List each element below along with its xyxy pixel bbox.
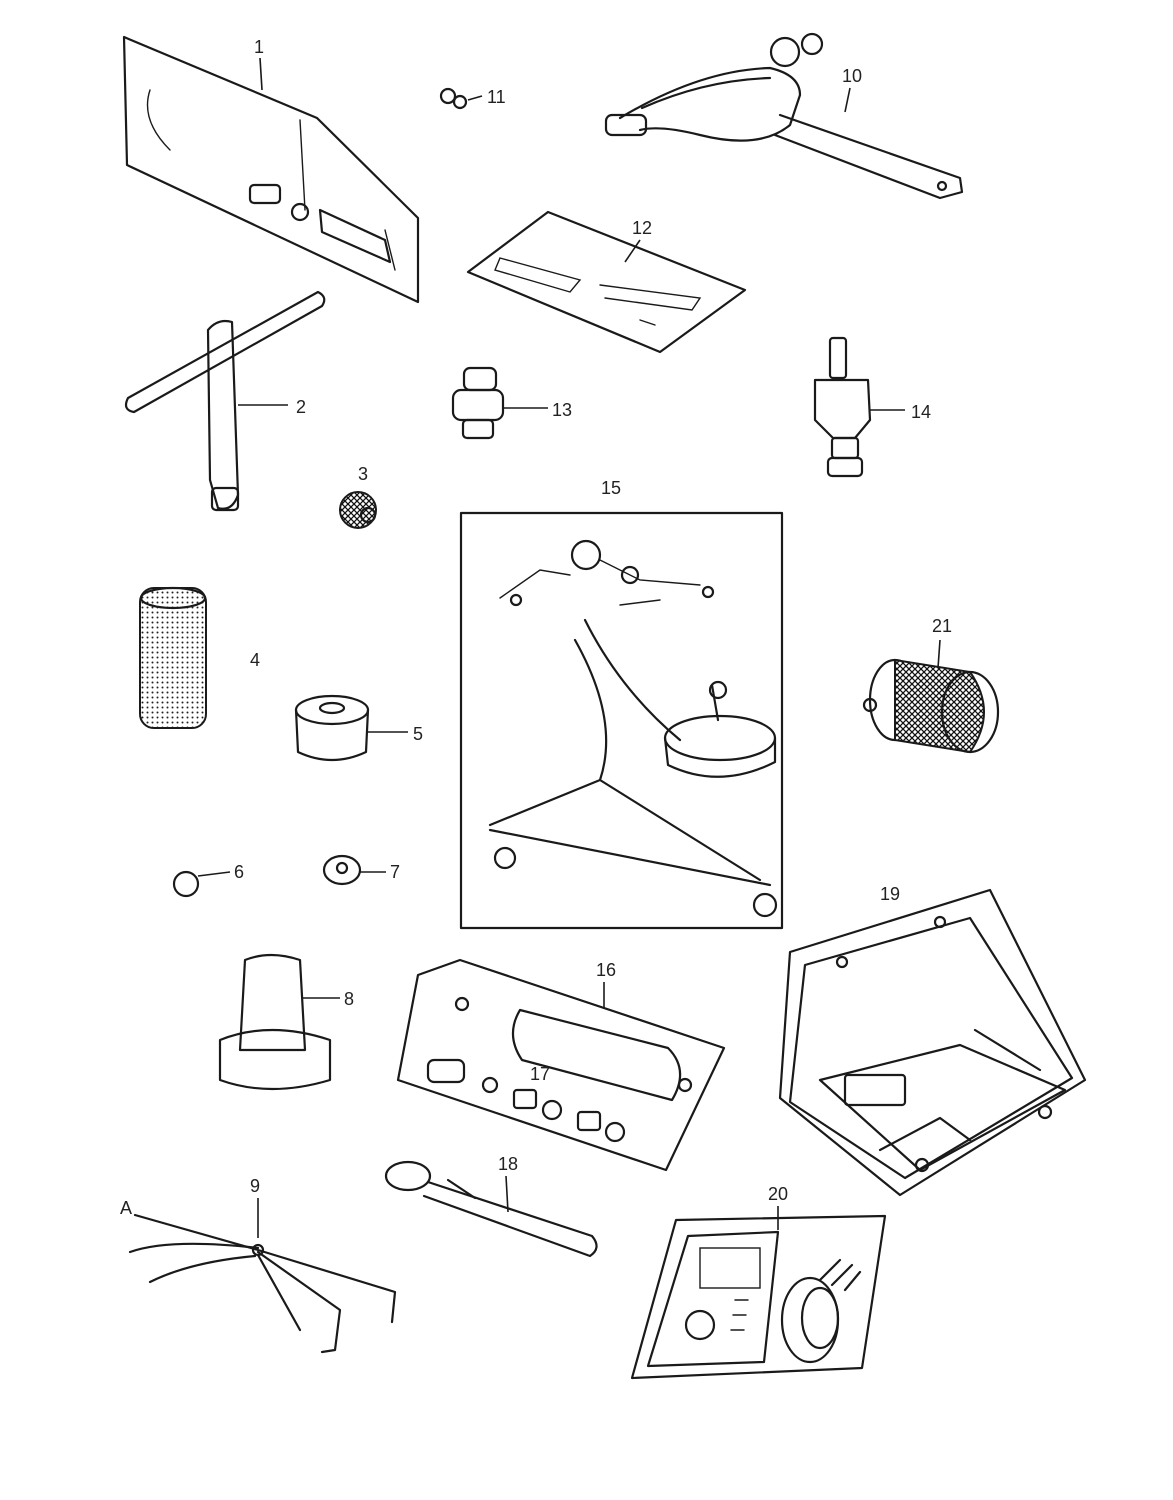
callout-18: 18 [498,1154,518,1174]
callout-8: 8 [344,989,354,1009]
part-2-t-handle [124,290,326,512]
part-14-adapter [813,336,872,478]
part-13-fitting [451,366,505,440]
part-12-flat-card [466,210,747,354]
part-9-puller [128,1213,397,1354]
callout-2: 2 [296,397,306,417]
part-19-open-case [778,888,1087,1197]
part-11-small-bolt [439,87,468,110]
part-10-crank-wrench [604,32,964,200]
callout-9: 9 [250,1176,260,1196]
callout-3: 3 [358,464,368,484]
callout-19: 19 [880,884,900,904]
callout-11: 11 [487,87,506,107]
callout-21: 21 [932,616,952,636]
callout-15: 15 [601,478,621,498]
callout-6: 6 [234,862,244,882]
part-3-nut [339,491,377,529]
part-15-engine-stand [459,511,784,930]
callout-12: 12 [632,218,652,238]
part-1-tool-board [122,35,420,304]
part-15-frame [459,511,784,930]
callout-14: 14 [911,402,931,422]
callout-9-prefix: A [120,1198,132,1218]
part-5-ring-collar [294,694,370,762]
callout-7: 7 [390,862,400,882]
callout-10: 10 [842,66,862,86]
part-7-cap [322,854,362,886]
part-18-wrench [384,1160,598,1258]
callout-1: 1 [254,37,264,57]
callout-16: 16 [596,960,616,980]
part-21-knurled-drum [862,658,1000,754]
part-8-drift [218,953,332,1091]
callout-13: 13 [552,400,572,420]
part-20-tester-kit [630,1214,887,1380]
part-6-washer [172,870,200,898]
callout-17: 17 [530,1064,550,1084]
callout-4: 4 [250,650,260,670]
part-16-tool-case [396,958,726,1172]
callout-5: 5 [413,724,423,744]
part-4-knurled-cylinder [139,586,207,729]
callout-20: 20 [768,1184,788,1204]
